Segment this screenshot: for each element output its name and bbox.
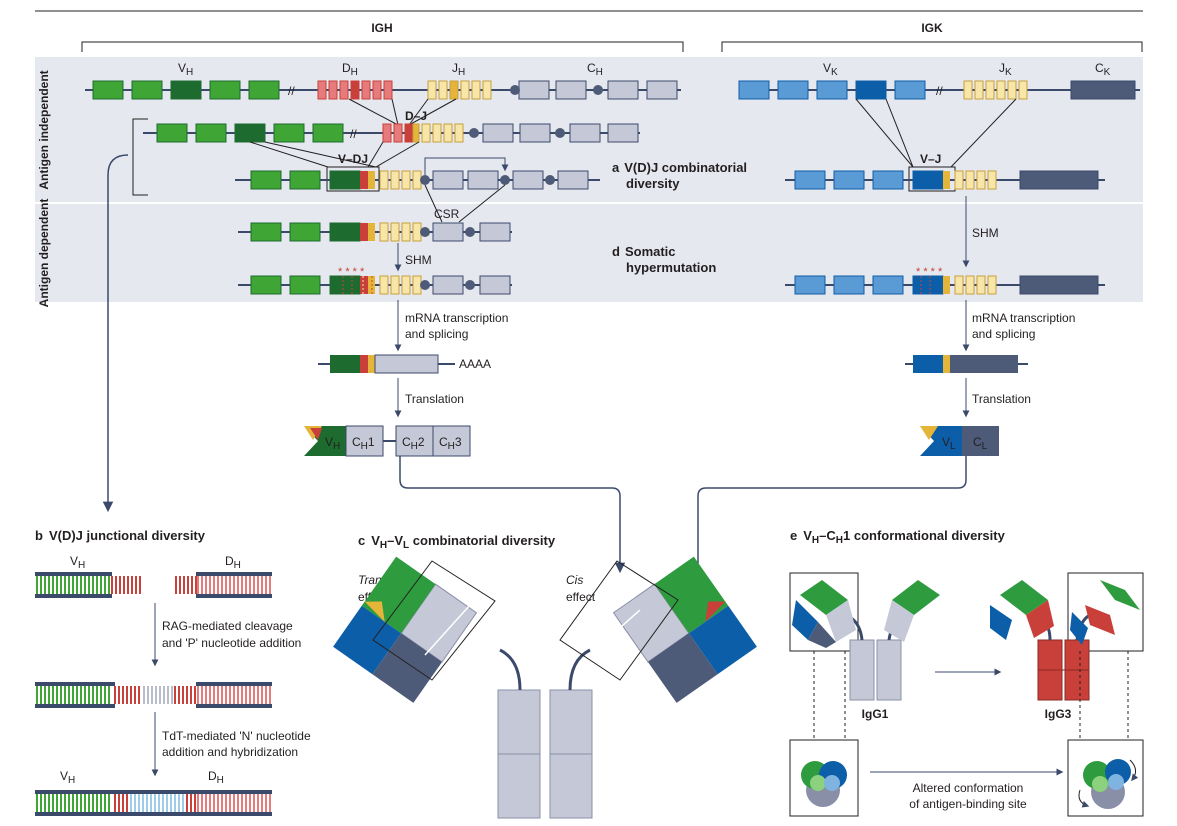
csr-label: CSR bbox=[434, 207, 460, 221]
svg-text:hypermutation: hypermutation bbox=[626, 260, 716, 275]
binding-site-before bbox=[789, 739, 859, 817]
shm-label-igk: SHM bbox=[972, 226, 999, 240]
shm-label-igh: SHM bbox=[405, 253, 432, 267]
igh-germline-row: // bbox=[85, 80, 681, 100]
dna-strand-joined bbox=[35, 790, 272, 816]
svg-text:* * * *: * * * * bbox=[916, 266, 943, 278]
svg-text:IgG1: IgG1 bbox=[862, 707, 889, 721]
svg-text:VH: VH bbox=[60, 769, 75, 786]
svg-text:DH: DH bbox=[225, 554, 241, 571]
svg-text:CH2: CH2 bbox=[402, 435, 425, 452]
svg-text:VH: VH bbox=[325, 435, 340, 452]
vk-label: VK bbox=[823, 61, 838, 78]
svg-text://: // bbox=[350, 127, 357, 141]
vh-segment bbox=[248, 80, 280, 100]
antigen-dependent-label: Antigen dependent bbox=[37, 199, 51, 308]
break-mark: // bbox=[288, 84, 295, 98]
vh-segment bbox=[170, 80, 202, 100]
vh-segment bbox=[131, 80, 163, 100]
vdj-label: V–DJ bbox=[338, 152, 368, 166]
dna-strand-after-cleavage bbox=[35, 682, 272, 708]
svg-text:of antigen-binding site: of antigen-binding site bbox=[909, 797, 1027, 811]
dj-label: D–J bbox=[405, 109, 427, 123]
jk-label: JK bbox=[999, 61, 1012, 78]
vh-label: VH bbox=[178, 61, 193, 78]
svg-text:* * * *: * * * * bbox=[338, 266, 365, 278]
igk-mrna bbox=[905, 355, 1028, 373]
binding-site-after bbox=[1067, 739, 1144, 817]
light-chain-protein bbox=[920, 426, 999, 456]
svg-text:DH: DH bbox=[208, 769, 224, 786]
jh-label: JH bbox=[452, 61, 465, 78]
svg-text:and splicing: and splicing bbox=[972, 327, 1035, 341]
csr-switch-arrow bbox=[424, 157, 509, 175]
svg-text:and 'P' nucleotide addition: and 'P' nucleotide addition bbox=[162, 636, 301, 650]
heavy-chain-protein bbox=[304, 425, 471, 457]
vh-segment bbox=[92, 80, 124, 100]
igk-shm-row: * * * * bbox=[785, 266, 1105, 295]
svg-text:VH: VH bbox=[70, 554, 85, 571]
svg-text://: // bbox=[936, 84, 943, 98]
svg-text:CH1: CH1 bbox=[352, 435, 375, 452]
svg-text:diversity: diversity bbox=[626, 176, 680, 191]
vj-label: V–J bbox=[920, 152, 941, 166]
igh-csr-row bbox=[238, 222, 512, 242]
svg-text:Altered conformation: Altered conformation bbox=[913, 781, 1024, 795]
svg-text:and splicing: and splicing bbox=[405, 327, 468, 341]
antibody-c bbox=[333, 556, 757, 819]
igh-vdj-row bbox=[235, 170, 600, 190]
svg-text:Cis: Cis bbox=[566, 573, 583, 587]
svg-text:CH3: CH3 bbox=[439, 435, 462, 452]
ch-label: CH bbox=[587, 61, 603, 78]
igh-dj-row: // bbox=[143, 123, 640, 143]
svg-text:CL: CL bbox=[973, 435, 988, 452]
svg-text:Translation: Translation bbox=[405, 392, 464, 406]
svg-text:IgG3: IgG3 bbox=[1045, 707, 1072, 721]
igh-label: IGH bbox=[371, 21, 392, 35]
svg-text:addition and hybridization: addition and hybridization bbox=[162, 745, 298, 759]
antigen-independent-label: Antigen independent bbox=[37, 70, 51, 189]
ck-label: CK bbox=[1095, 61, 1111, 78]
igk-vj-row bbox=[785, 170, 1105, 190]
svg-text:TdT-mediated 'N' nucleotide: TdT-mediated 'N' nucleotide bbox=[162, 729, 311, 743]
vh-segment bbox=[209, 80, 241, 100]
svg-text:mRNA transcription: mRNA transcription bbox=[972, 311, 1075, 325]
igk-label: IGK bbox=[921, 21, 943, 35]
rearrangement-bracket bbox=[132, 118, 148, 196]
polya-tail: AAAA bbox=[459, 357, 491, 371]
svg-text:Translation: Translation bbox=[972, 392, 1031, 406]
dh-label: DH bbox=[342, 61, 358, 78]
dna-strand-before-cleavage bbox=[35, 572, 272, 598]
igg1-antibody bbox=[789, 572, 940, 701]
igg3-antibody bbox=[990, 572, 1144, 701]
igk-germline-row: // bbox=[738, 80, 1140, 100]
igh-mrna bbox=[318, 354, 455, 374]
igk-bracket bbox=[721, 41, 1143, 52]
igh-bracket bbox=[81, 41, 684, 52]
igh-shm-row: * * * * bbox=[238, 266, 512, 295]
svg-text:RAG-mediated cleavage: RAG-mediated cleavage bbox=[162, 619, 293, 633]
svg-text:mRNA transcription: mRNA transcription bbox=[405, 311, 508, 325]
svg-text:VL: VL bbox=[942, 435, 956, 452]
